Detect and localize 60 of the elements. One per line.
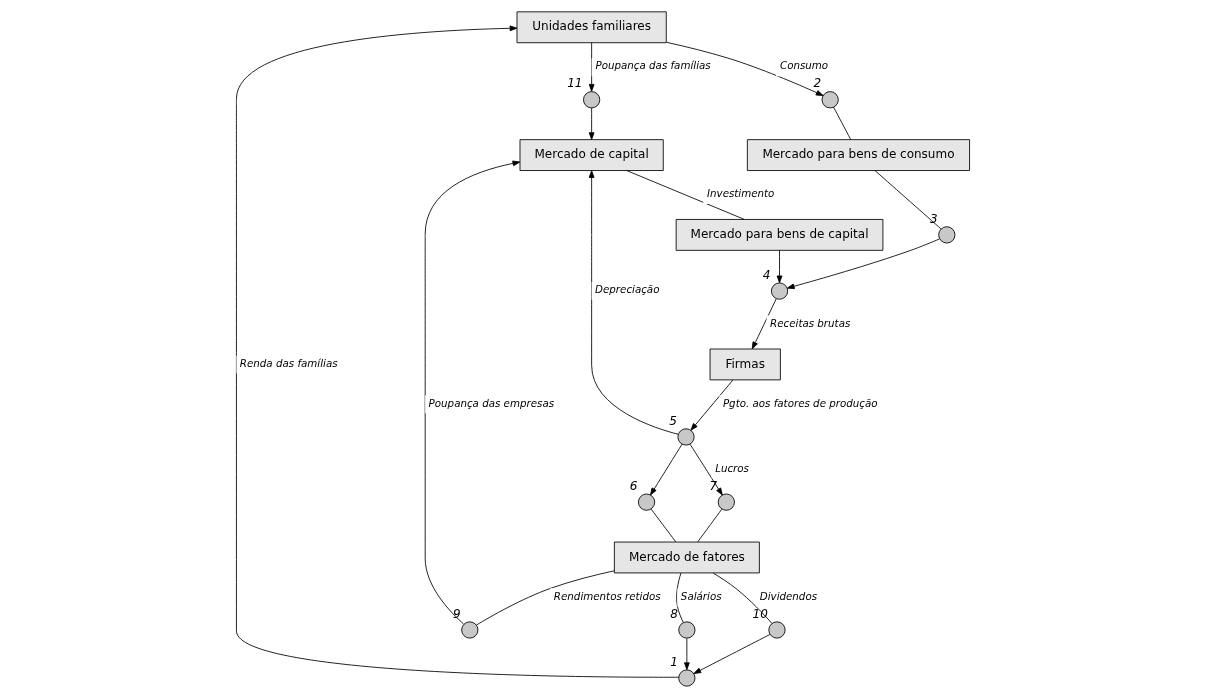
node-circle xyxy=(583,91,601,109)
edge-label: Poupança das empresas xyxy=(428,396,555,409)
node-circle xyxy=(770,282,789,300)
arrow xyxy=(588,107,595,140)
edge-label: Salários xyxy=(680,589,722,602)
connector xyxy=(650,508,677,543)
node-box: Mercado de capital xyxy=(519,139,664,171)
connector xyxy=(697,508,723,543)
arrow xyxy=(693,634,771,674)
edge-label: Poupança das famílias xyxy=(595,59,711,72)
node-circle xyxy=(821,91,839,109)
node-label: 9 xyxy=(453,606,461,621)
node-label: 6 xyxy=(629,478,638,493)
node-label: 1 xyxy=(670,654,678,669)
arrow xyxy=(666,41,824,97)
node-box: Firmas xyxy=(709,348,781,381)
node-label: 5 xyxy=(669,413,677,428)
edge-label: Investimento xyxy=(707,187,775,200)
edge-label: Consumo xyxy=(779,59,829,72)
edge-label: Renda das famílias xyxy=(239,356,338,369)
edge-label: Receitas brutas xyxy=(770,316,851,329)
arrow xyxy=(751,298,777,350)
connector xyxy=(874,170,942,230)
connector xyxy=(476,570,615,626)
arrow xyxy=(689,443,723,496)
node-box: Unidades familiares xyxy=(516,11,667,44)
node-box: Mercado para bens de capital xyxy=(675,219,884,251)
arrow xyxy=(424,160,521,625)
node-circle xyxy=(677,428,695,446)
arrow xyxy=(650,443,683,496)
connector xyxy=(676,572,684,623)
node-label: 3 xyxy=(930,211,938,226)
node-circle xyxy=(678,669,696,687)
node-circle xyxy=(637,493,656,511)
arrow xyxy=(690,379,734,431)
node-circle xyxy=(768,621,786,639)
node-label: 2 xyxy=(813,76,822,91)
node-circle xyxy=(678,621,696,639)
node-box: Mercado de fatores xyxy=(613,541,760,574)
node-box: Mercado para bens de consumo xyxy=(746,139,970,171)
connector xyxy=(712,572,773,624)
edge-label: Dividendos xyxy=(759,589,818,602)
node-label: 11 xyxy=(567,76,583,91)
edge-label: Pgto. aos fatores de produção xyxy=(722,396,878,409)
edge-label: Rendimentos retidos xyxy=(553,589,661,602)
arrow xyxy=(588,42,595,92)
node-label: 7 xyxy=(709,478,718,493)
node-label: 4 xyxy=(762,267,771,282)
edge-label: Lucros xyxy=(715,461,749,474)
arrow xyxy=(776,249,783,284)
node-circle xyxy=(461,621,479,639)
node-label: 10 xyxy=(752,606,768,621)
node-circle xyxy=(717,493,735,511)
arrow xyxy=(684,638,690,671)
connector xyxy=(626,170,745,220)
edge-label: Depreciação xyxy=(595,283,660,296)
arrow xyxy=(786,238,940,290)
node-circle xyxy=(938,226,956,244)
node-label: 8 xyxy=(670,606,678,621)
connector xyxy=(833,106,852,140)
